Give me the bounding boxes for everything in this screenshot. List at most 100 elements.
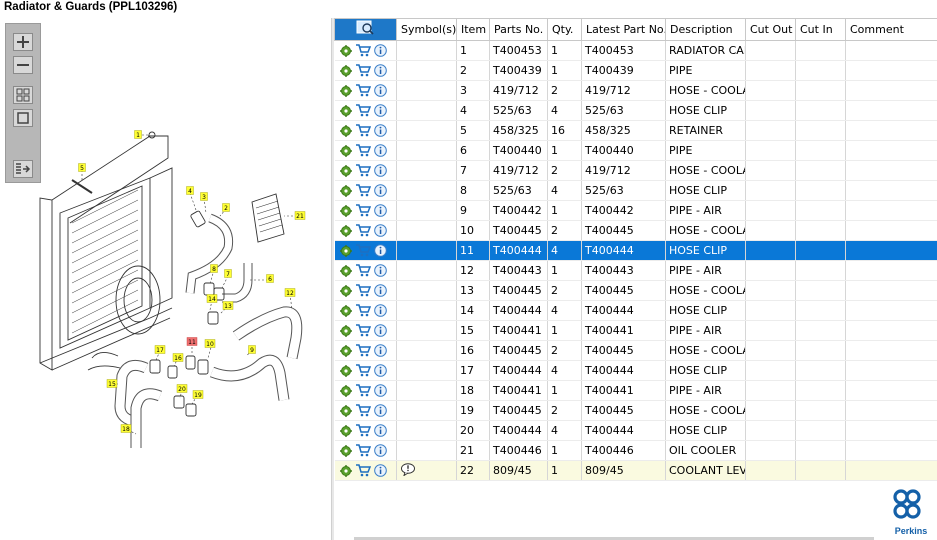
pane-splitter[interactable]: [331, 18, 335, 540]
info-icon[interactable]: [373, 284, 387, 297]
info-icon[interactable]: [373, 424, 387, 437]
gear-icon[interactable]: [339, 184, 352, 197]
callout-14[interactable]: 14: [206, 294, 218, 304]
col-description[interactable]: Description: [665, 18, 746, 41]
zoom-in-button[interactable]: [13, 33, 33, 51]
callout-8[interactable]: 8: [210, 264, 218, 274]
gear-icon[interactable]: [339, 324, 352, 337]
horizontal-scrollbar[interactable]: [354, 537, 874, 540]
info-icon[interactable]: [373, 124, 387, 137]
callout-20[interactable]: 20: [176, 384, 188, 394]
callout-19[interactable]: 19: [192, 390, 204, 400]
cart-icon[interactable]: [355, 124, 371, 137]
info-icon[interactable]: [373, 364, 387, 377]
col-symbols[interactable]: Symbol(s): [396, 18, 457, 41]
cart-icon[interactable]: [355, 44, 371, 57]
col-qty[interactable]: Qty.: [547, 18, 582, 41]
fit-window-button[interactable]: [13, 109, 33, 127]
info-icon[interactable]: [373, 144, 387, 157]
col-cut-in[interactable]: Cut In: [795, 18, 846, 41]
col-parts-no[interactable]: Parts No.: [489, 18, 548, 41]
callout-12[interactable]: 12: [284, 288, 296, 298]
gear-icon[interactable]: [339, 44, 352, 57]
info-icon[interactable]: [373, 244, 387, 257]
callout-11[interactable]: 11: [186, 337, 198, 347]
callout-16[interactable]: 16: [172, 353, 184, 363]
callout-9[interactable]: 9: [248, 345, 256, 355]
info-icon[interactable]: [373, 384, 387, 397]
info-icon[interactable]: [373, 104, 387, 117]
callout-3[interactable]: 3: [200, 192, 208, 202]
cart-icon[interactable]: [355, 84, 371, 97]
cart-icon[interactable]: [355, 464, 371, 477]
info-icon[interactable]: [373, 164, 387, 177]
gear-icon[interactable]: [339, 284, 352, 297]
info-icon[interactable]: [373, 64, 387, 77]
callout-10[interactable]: 10: [204, 339, 216, 349]
gear-icon[interactable]: [339, 464, 352, 477]
note-icon[interactable]: [400, 462, 416, 479]
col-cut-out[interactable]: Cut Out: [745, 18, 796, 41]
show-list-button[interactable]: [13, 160, 33, 178]
cart-icon[interactable]: [355, 184, 371, 197]
cart-icon[interactable]: [355, 204, 371, 217]
gear-icon[interactable]: [339, 264, 352, 277]
gear-icon[interactable]: [339, 224, 352, 237]
cart-icon[interactable]: [355, 384, 371, 397]
callout-13[interactable]: 13: [222, 301, 234, 311]
gear-icon[interactable]: [339, 144, 352, 157]
col-item[interactable]: Item: [456, 18, 490, 41]
cart-icon[interactable]: [355, 284, 371, 297]
cart-icon[interactable]: [355, 224, 371, 237]
callout-18[interactable]: 18: [120, 424, 132, 434]
cart-icon[interactable]: [355, 144, 371, 157]
info-icon[interactable]: [373, 224, 387, 237]
callout-5[interactable]: 5: [78, 163, 86, 173]
info-icon[interactable]: [373, 44, 387, 57]
gear-icon[interactable]: [339, 344, 352, 357]
cart-icon[interactable]: [355, 324, 371, 337]
info-icon[interactable]: [373, 464, 387, 477]
info-icon[interactable]: [373, 324, 387, 337]
gear-icon[interactable]: [339, 164, 352, 177]
callout-21[interactable]: 21: [294, 211, 306, 221]
gear-icon[interactable]: [339, 364, 352, 377]
gear-icon[interactable]: [339, 84, 352, 97]
gear-icon[interactable]: [339, 384, 352, 397]
info-icon[interactable]: [373, 264, 387, 277]
zoom-out-button[interactable]: [13, 56, 33, 74]
cart-icon[interactable]: [355, 304, 371, 317]
gear-icon[interactable]: [339, 244, 352, 257]
callout-15[interactable]: 15: [106, 379, 118, 389]
col-latest-part-no[interactable]: Latest Part No.: [581, 18, 666, 41]
cart-icon[interactable]: [355, 424, 371, 437]
cart-icon[interactable]: [355, 404, 371, 417]
gear-icon[interactable]: [339, 424, 352, 437]
gear-icon[interactable]: [339, 444, 352, 457]
gear-icon[interactable]: [339, 404, 352, 417]
cart-icon[interactable]: [355, 344, 371, 357]
gear-icon[interactable]: [339, 204, 352, 217]
col-comment[interactable]: Comment: [845, 18, 937, 41]
info-icon[interactable]: [373, 444, 387, 457]
